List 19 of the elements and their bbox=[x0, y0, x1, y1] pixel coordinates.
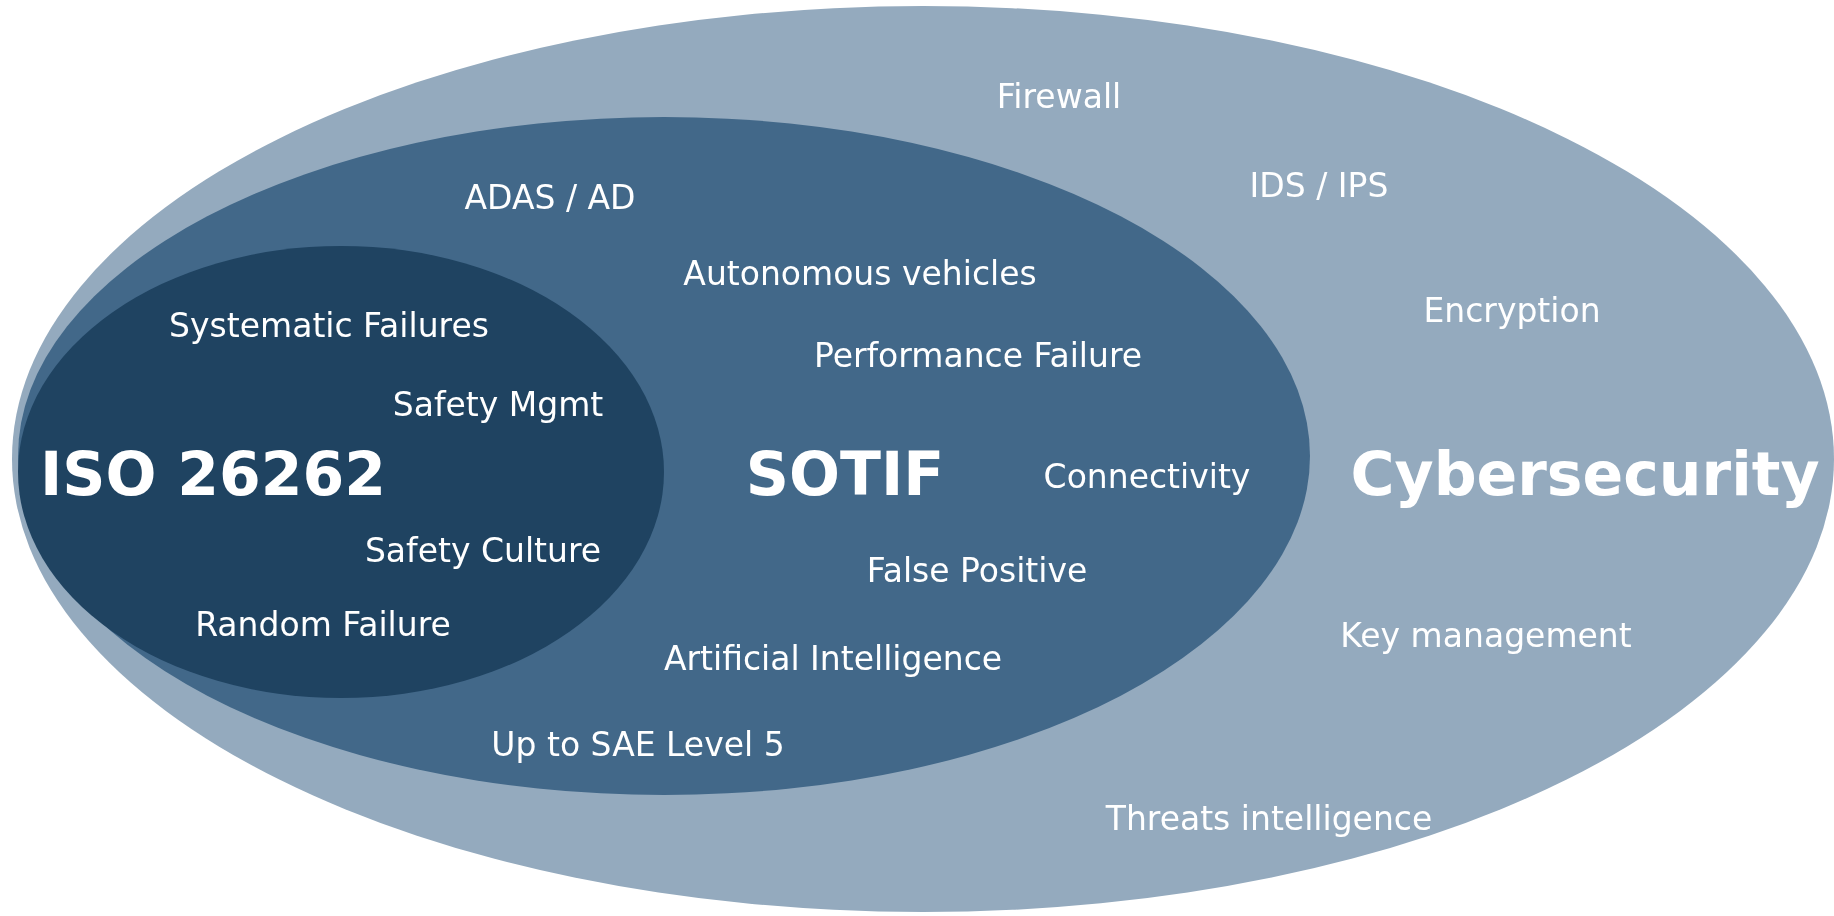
topic-label: Autonomous vehicles bbox=[683, 253, 1037, 293]
topic-label: Key management bbox=[1340, 615, 1632, 655]
topic-label: Safety Culture bbox=[364, 530, 602, 570]
topic-label: Threats intelligence bbox=[1105, 798, 1433, 838]
topic-label: False Positive bbox=[866, 550, 1088, 590]
topic-label: Systematic Failures bbox=[169, 305, 489, 345]
topic-label: Random Failure bbox=[195, 604, 451, 644]
topic-label: IDS / IPS bbox=[1249, 165, 1389, 205]
topic-label: Artificial Intelligence bbox=[663, 638, 1003, 678]
region-title: SOTIF bbox=[745, 439, 945, 509]
topic-label: ADAS / AD bbox=[464, 177, 636, 217]
topic-label: Performance Failure bbox=[813, 335, 1143, 375]
region-title: ISO 26262 bbox=[39, 439, 387, 509]
topic-label: Safety Mgmt bbox=[392, 384, 604, 424]
topic-label: Encryption bbox=[1423, 290, 1601, 330]
topic-label: Firewall bbox=[996, 76, 1122, 116]
topic-label: Up to SAE Level 5 bbox=[491, 724, 785, 764]
topic-label: Connectivity bbox=[1043, 456, 1251, 496]
region-title: Cybersecurity bbox=[1350, 439, 1820, 509]
